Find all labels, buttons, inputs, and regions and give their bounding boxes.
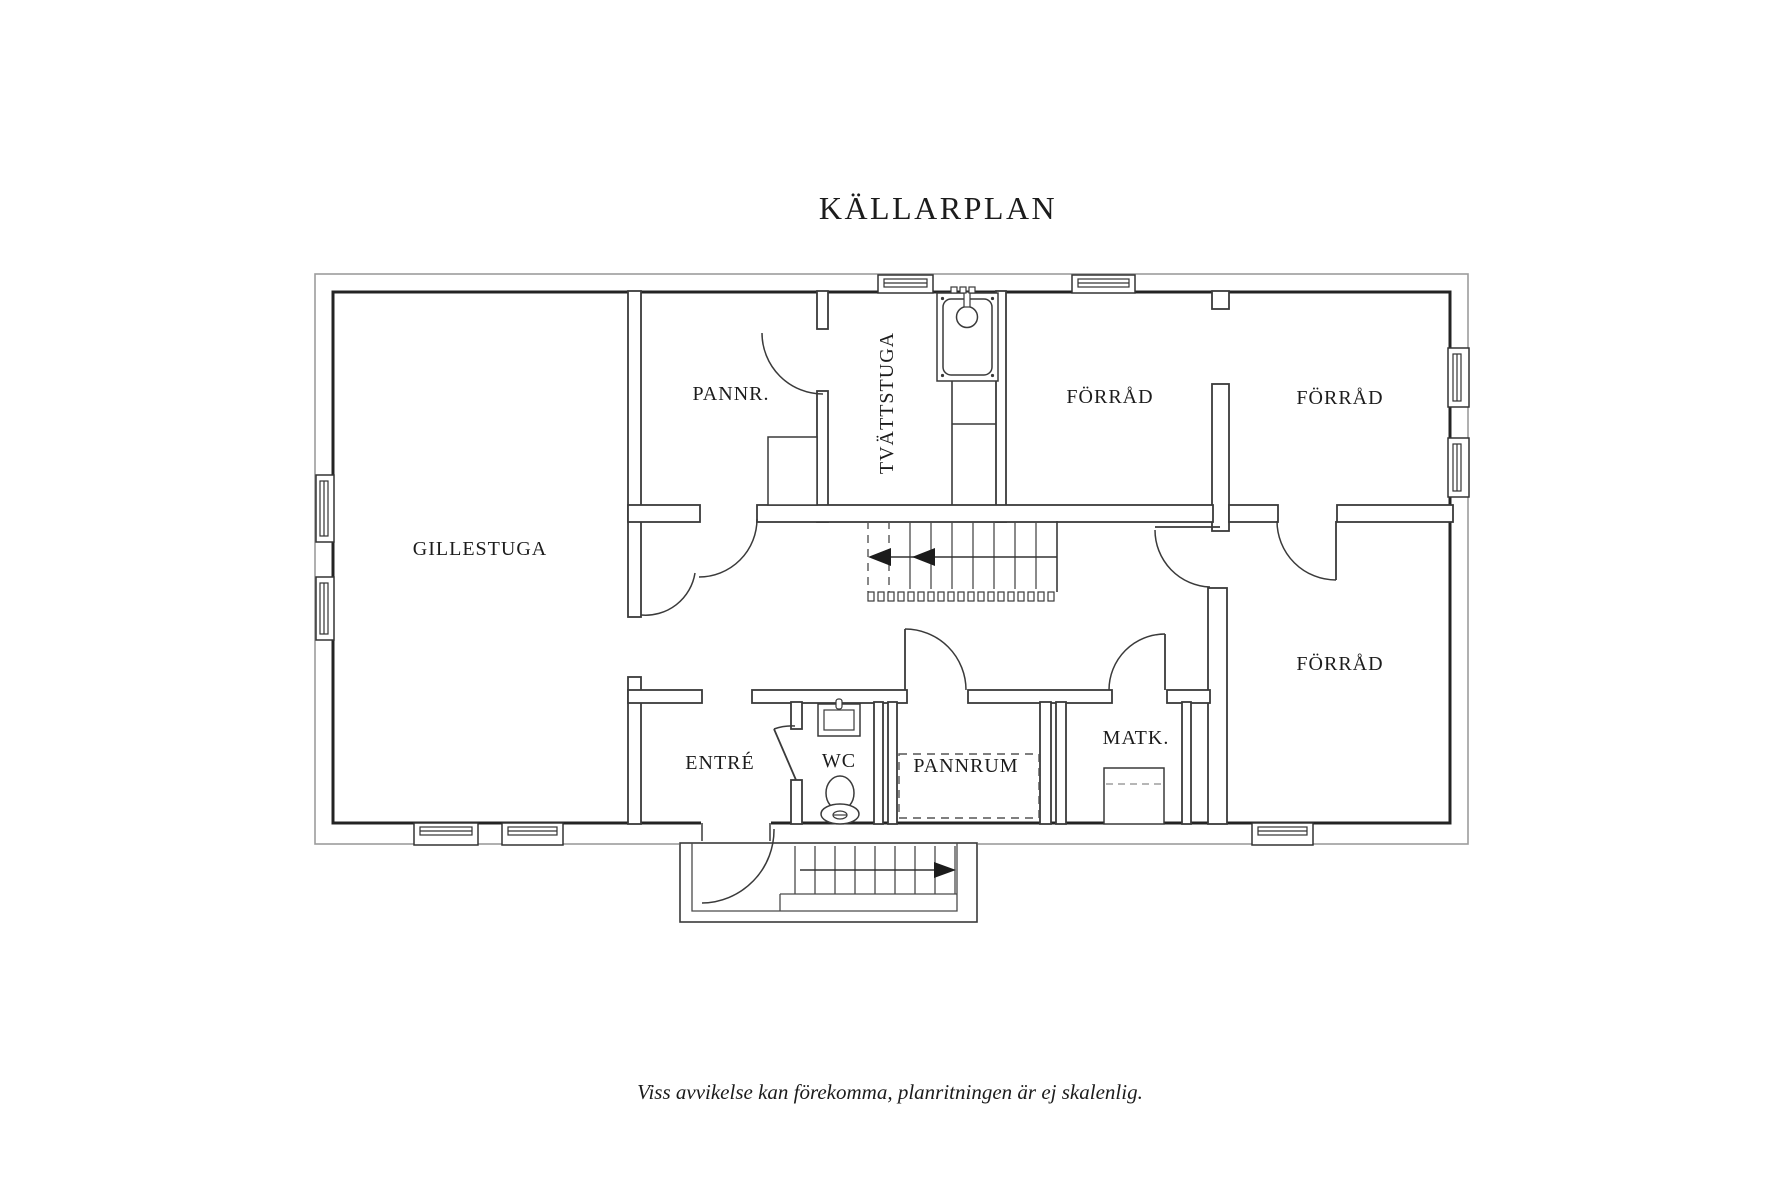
room-label-forrad-ne: FÖRRÅD xyxy=(1296,386,1383,409)
wall-segment xyxy=(627,290,642,618)
wall-segment xyxy=(816,290,829,330)
door-arc-pannrum xyxy=(904,628,967,691)
room-label-gillestuga: GILLESTUGA xyxy=(413,538,547,560)
disclaimer-text: Viss avvikelse kan förekomma, planritnin… xyxy=(637,1080,1143,1104)
door-arc-wc xyxy=(773,725,796,730)
stair-direction-arrow xyxy=(934,862,956,878)
window-symbol xyxy=(413,822,479,846)
wall-segment xyxy=(627,676,642,825)
vestibule-inner-wall xyxy=(691,843,958,912)
door-arc-gillestuga xyxy=(640,572,696,616)
wall-segment xyxy=(790,779,803,825)
wall-segment xyxy=(1211,383,1230,532)
main-staircase xyxy=(867,521,1058,602)
entrance-wall-gap xyxy=(701,819,771,829)
vestibule-outline xyxy=(679,842,978,923)
stair-tread-comb xyxy=(867,591,1055,602)
wall-segment xyxy=(751,689,908,704)
door-arc-hall xyxy=(1154,529,1211,588)
front-door-arc xyxy=(701,828,775,904)
fixtures xyxy=(767,286,1165,825)
laundry-counter xyxy=(951,381,996,505)
pannr-boiler-box xyxy=(767,436,818,506)
wall-segment xyxy=(1336,504,1454,523)
entrance-vestibule xyxy=(679,828,978,923)
window-symbol xyxy=(315,474,335,543)
wall-segment xyxy=(1166,689,1211,704)
window-symbol xyxy=(1447,437,1470,498)
wall-segment xyxy=(1039,701,1052,825)
wall-segment xyxy=(887,701,898,825)
wall-segment xyxy=(816,390,829,523)
interior-walls xyxy=(627,290,1454,825)
matk-shelf xyxy=(1103,767,1165,825)
window-symbol xyxy=(1071,274,1136,294)
room-label-wc: WC xyxy=(822,750,856,772)
door-leaf-wc xyxy=(773,728,797,781)
wall-segment xyxy=(627,689,703,704)
room-label-pannr: PANNR. xyxy=(693,383,770,405)
entrance-stairs xyxy=(779,846,957,911)
room-label-forrad-se: FÖRRÅD xyxy=(1296,652,1383,675)
laundry-sink-icon xyxy=(936,286,999,382)
wall-segment xyxy=(873,701,884,825)
room-label-forrad-nw: FÖRRÅD xyxy=(1066,385,1153,408)
stair-direction-arrow xyxy=(868,548,891,566)
window-symbol xyxy=(1447,347,1470,408)
window-symbol xyxy=(1251,822,1314,846)
pannrum-dashed-outline xyxy=(898,753,1040,819)
wall-segment xyxy=(1207,587,1228,825)
wc-toilet-icon xyxy=(820,775,860,825)
room-label-pannrum: PANNRUM xyxy=(913,755,1018,777)
windows xyxy=(315,274,1470,846)
wall-segment xyxy=(1211,290,1230,310)
labels: KÄLLARPLAN GILLESTUGA PANNR. TVÄTTSTUGA … xyxy=(413,190,1383,1104)
wc-sink-icon xyxy=(817,698,861,737)
page-title: KÄLLARPLAN xyxy=(819,190,1057,226)
door-arc-matk xyxy=(1108,633,1166,691)
vestibule-gap-cover xyxy=(679,841,978,847)
wall-segment xyxy=(627,504,701,523)
wall-segment xyxy=(756,504,1214,523)
window-symbol xyxy=(877,274,934,294)
door-arc-tvattstuga-pannr xyxy=(761,332,824,395)
door-arc-pannr-corridor xyxy=(698,518,758,578)
door-arc-forrad-se xyxy=(1276,520,1337,581)
room-label-tvattstuga: TVÄTTSTUGA xyxy=(875,332,898,474)
wall-segment xyxy=(790,701,803,730)
doors xyxy=(640,332,1337,781)
wall-segment xyxy=(967,689,1113,704)
room-label-entre: ENTRÉ xyxy=(685,751,754,774)
wall-segment xyxy=(1181,701,1192,825)
room-label-matk: MATK. xyxy=(1103,727,1170,749)
window-symbol xyxy=(501,822,564,846)
wall-segment xyxy=(1055,701,1067,825)
window-symbol xyxy=(315,576,335,641)
stair-direction-arrow xyxy=(912,548,935,566)
wall-segment xyxy=(1228,504,1279,523)
